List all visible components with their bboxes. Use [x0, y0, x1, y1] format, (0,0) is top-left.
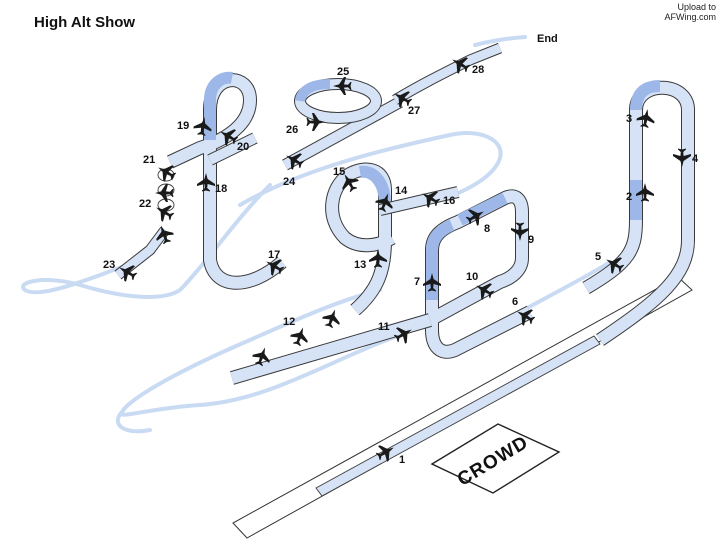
maneuver-label-18: 18 [215, 183, 227, 195]
maneuver-label-1: 1 [399, 454, 405, 466]
maneuver-label-16: 16 [443, 195, 455, 207]
maneuver-label-14: 14 [395, 185, 408, 197]
maneuver-label-26: 26 [286, 124, 298, 136]
upload-credit: Upload to AFWing.com [664, 2, 716, 22]
maneuver-label-21: 21 [143, 154, 155, 166]
maneuver-label-5: 5 [595, 251, 601, 263]
maneuver-label-25: 25 [337, 66, 349, 78]
maneuver-label-28: 28 [472, 64, 484, 76]
maneuver-label-22: 22 [139, 198, 151, 210]
crowd-area: CROWD [430, 423, 561, 494]
ribbon-loop-18-19 [167, 71, 287, 290]
maneuver-label-4: 4 [692, 153, 699, 165]
maneuver-label-8: 8 [484, 223, 490, 235]
maneuver-label-7: 7 [414, 276, 420, 288]
diagram-title: High Alt Show [34, 14, 136, 31]
maneuver-label-20: 20 [237, 141, 249, 153]
ribbon-vertical-loop-right [582, 80, 695, 346]
maneuver-label-19: 19 [177, 120, 189, 132]
credit-line-2: AFWing.com [664, 12, 716, 22]
ribbon-square-loop [425, 189, 534, 359]
maneuver-labels: 1 2 3 4 5 6 7 8 9 10 11 12 13 14 15 16 1… [103, 33, 699, 466]
maneuver-label-15: 15 [333, 166, 345, 178]
maneuver-label-3: 3 [626, 113, 632, 125]
maneuver-label-17: 17 [268, 249, 280, 261]
maneuver-label-27: 27 [408, 105, 420, 117]
credit-line-1: Upload to [677, 2, 716, 12]
maneuver-label-2: 2 [626, 191, 632, 203]
end-label: End [537, 33, 558, 45]
background-flight-path [21, 35, 612, 434]
maneuver-label-9: 9 [528, 234, 534, 246]
ribbon-loop-13-15 [230, 162, 460, 385]
maneuver-label-13: 13 [354, 259, 366, 271]
maneuver-label-10: 10 [466, 271, 478, 283]
aircraft-group [114, 51, 691, 465]
maneuver-label-24: 24 [283, 176, 296, 188]
maneuver-label-23: 23 [103, 259, 115, 271]
maneuver-label-12: 12 [283, 316, 295, 328]
maneuver-label-11: 11 [378, 321, 390, 333]
maneuver-label-6: 6 [512, 296, 518, 308]
